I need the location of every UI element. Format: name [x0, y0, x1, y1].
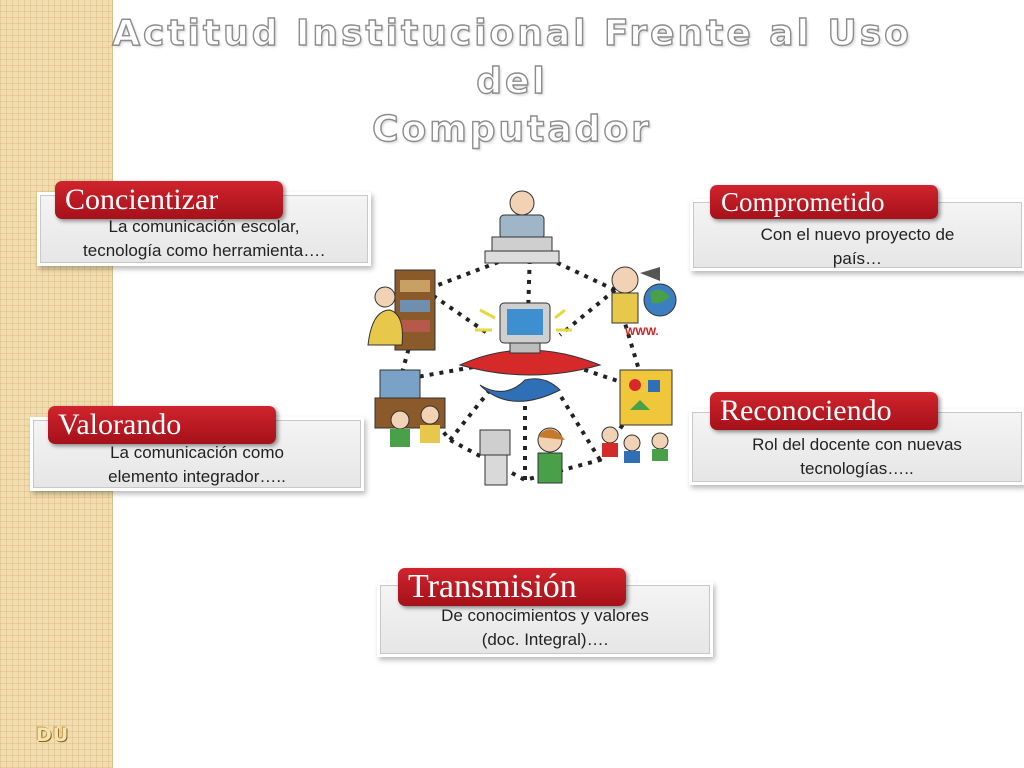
left-decorative-strip [0, 0, 113, 768]
reconociendo-line-1: Rol del docente con nuevas [752, 435, 962, 454]
valorando-line-2: elemento integrador….. [108, 467, 286, 486]
valorando-label: Valorando [48, 406, 276, 444]
concientizar-label: Concientizar [55, 181, 283, 219]
title-line-1: Actitud Institucional Frente al Uso del [111, 12, 912, 102]
slide-title: Actitud Institucional Frente al Uso del … [111, 10, 912, 154]
comprometido-line-1: Con el nuevo proyecto de [760, 225, 955, 244]
transmision-label: Transmisión [398, 568, 626, 606]
www-badge: WWW. [625, 326, 659, 338]
transmision-line-1: De conocimientos y valores [441, 606, 649, 625]
concientizar-line-2: tecnología como herramienta…. [83, 241, 325, 260]
valorando-description: La comunicación como elemento integrador… [34, 441, 360, 489]
transmision-description: De conocimientos y valores (doc. Integra… [381, 604, 709, 652]
computer-surfing-icon [458, 302, 602, 402]
reconociendo-line-2: tecnologías….. [800, 459, 914, 478]
student-reading-icon [367, 269, 436, 351]
valorando-line-1: La comunicación como [110, 443, 284, 462]
computer-network-diagram: WWW. [367, 190, 677, 486]
concientizar-description: La comunicación escolar, tecnología como… [41, 215, 367, 263]
comprometido-line-2: país… [832, 249, 883, 268]
transmision-line-2: (doc. Integral)…. [481, 630, 609, 649]
teacher-at-board-icon [601, 369, 673, 463]
person-at-computer-icon [484, 190, 560, 264]
comprometido-label: Comprometido [710, 185, 938, 219]
comprometido-description: Con el nuevo proyecto de país… [694, 223, 1021, 271]
classroom-computers-icon [374, 369, 446, 447]
kid-with-globe-icon [611, 266, 677, 324]
kids-sharing-computer-icon [479, 427, 565, 486]
title-line-2: Computador [371, 108, 652, 150]
reconociendo-description: Rol del docente con nuevas tecnologías….… [693, 433, 1021, 481]
reconociendo-label: Reconociendo [710, 392, 938, 430]
concientizar-line-1: La comunicación escolar, [108, 217, 300, 236]
du-logo: DU [36, 724, 70, 746]
